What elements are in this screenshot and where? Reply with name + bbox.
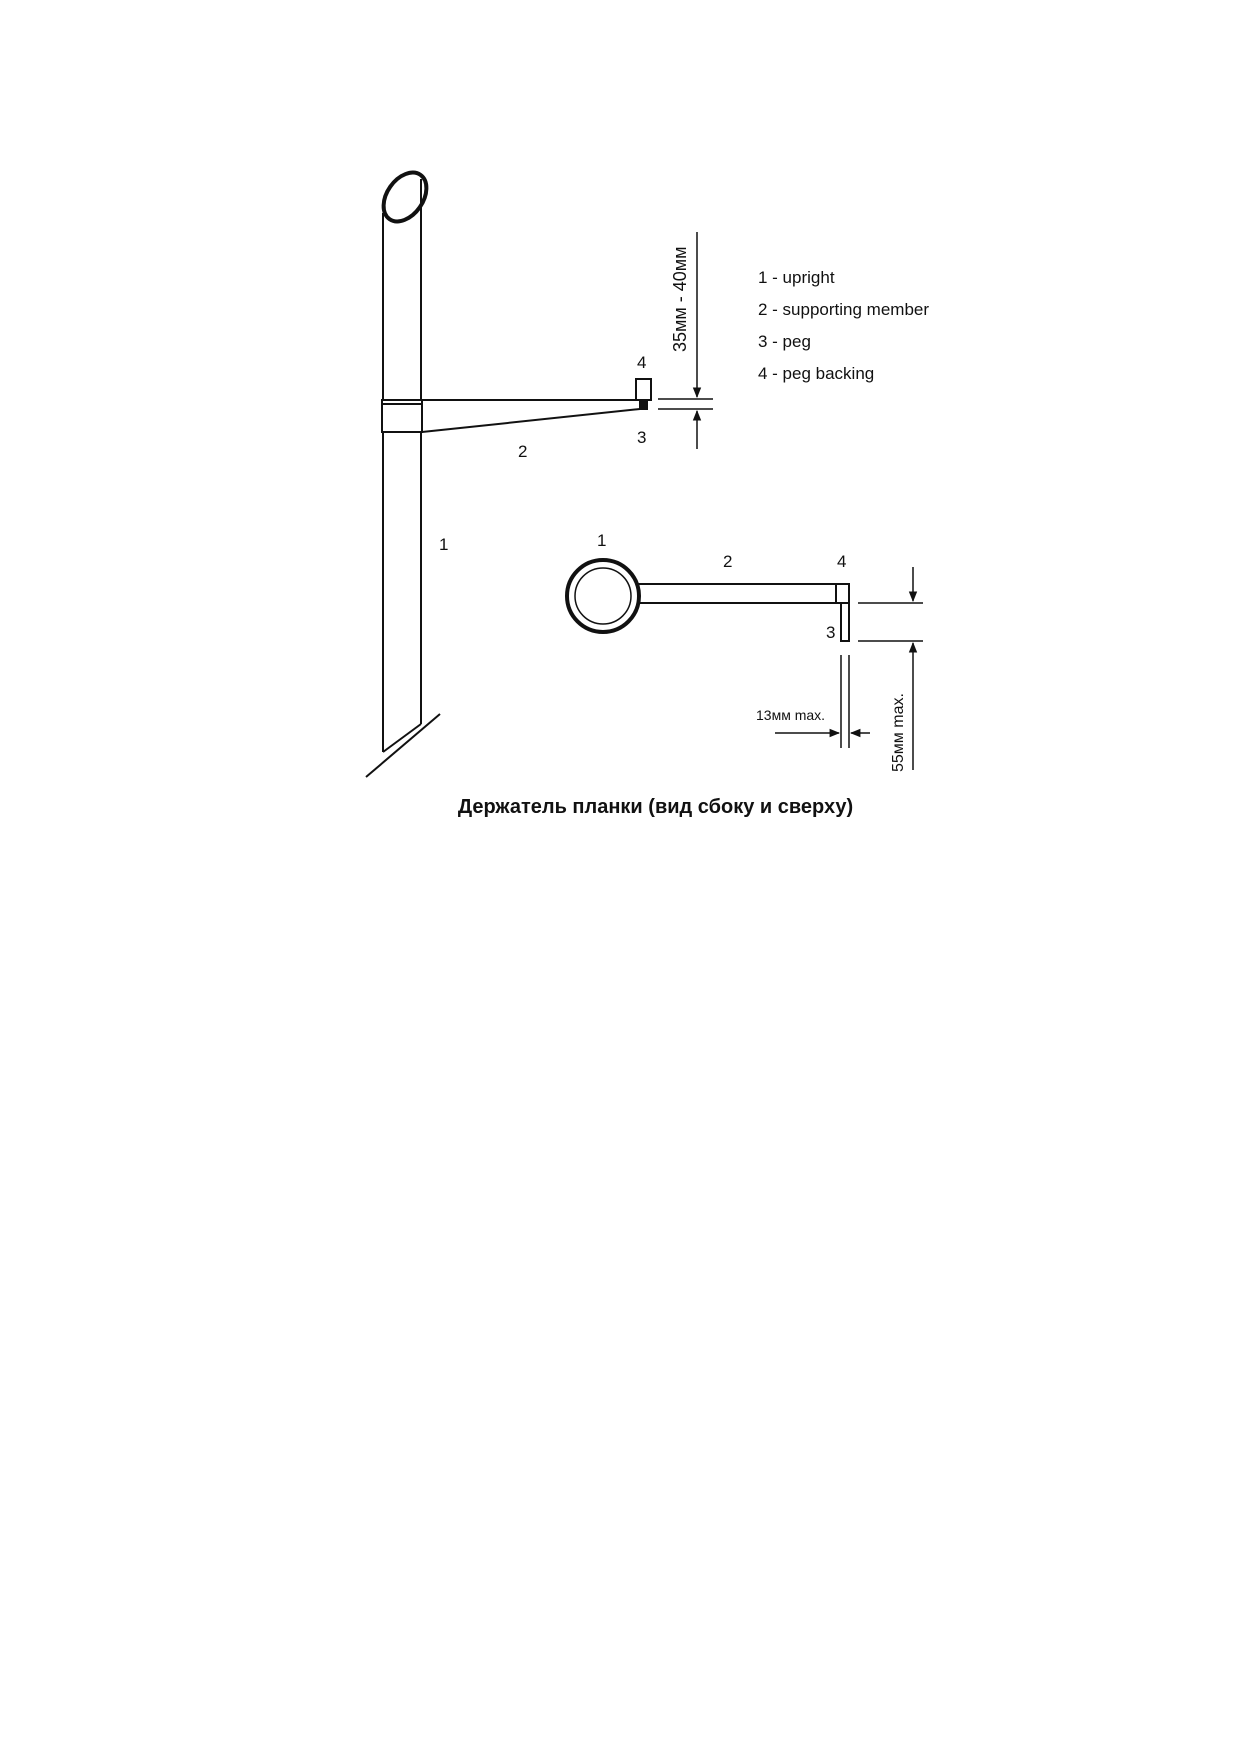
top-label-peg-backing: 4 [837, 552, 846, 571]
legend-item-upright: 1 - upright [758, 268, 835, 287]
side-view [365, 170, 713, 778]
legend: 1 - upright 2 - supporting member 3 - pe… [758, 262, 929, 390]
side-dimension-lines [658, 232, 713, 449]
legend-item-peg-backing: 4 - peg backing [758, 364, 875, 383]
legend-item-peg: 3 - peg [758, 332, 811, 351]
top-dimension-width-label: 13мм max. [756, 707, 825, 723]
peg [640, 400, 648, 410]
side-label-supporting-member: 2 [518, 442, 527, 461]
side-label-peg-backing: 4 [637, 353, 646, 372]
upright-pole [365, 170, 441, 778]
top-label-peg: 3 [826, 623, 835, 642]
side-label-upright: 1 [439, 535, 448, 554]
upright-ring [565, 558, 641, 634]
top-dimension-lines [775, 567, 923, 770]
top-label-supporting-member: 2 [723, 552, 732, 571]
top-peg-backing [835, 583, 850, 604]
top-peg [840, 602, 850, 642]
side-dimension-label: 35мм - 40мм [670, 246, 690, 352]
top-label-upright: 1 [597, 531, 606, 550]
top-view [565, 558, 923, 770]
top-supporting-member [637, 583, 850, 604]
figure-caption-wrapper: Держатель планки (вид сбоку и сверху) [0, 796, 1239, 819]
figure-caption: Держатель планки (вид сбоку и сверху) [457, 796, 854, 818]
supporting-member [421, 399, 641, 433]
peg-backing [635, 378, 652, 401]
clamp-band [381, 399, 423, 433]
legend-item-supporting-member: 2 - supporting member [758, 300, 930, 319]
top-dimension-length-label: 55мм max. [890, 693, 907, 772]
side-label-peg: 3 [637, 428, 646, 447]
